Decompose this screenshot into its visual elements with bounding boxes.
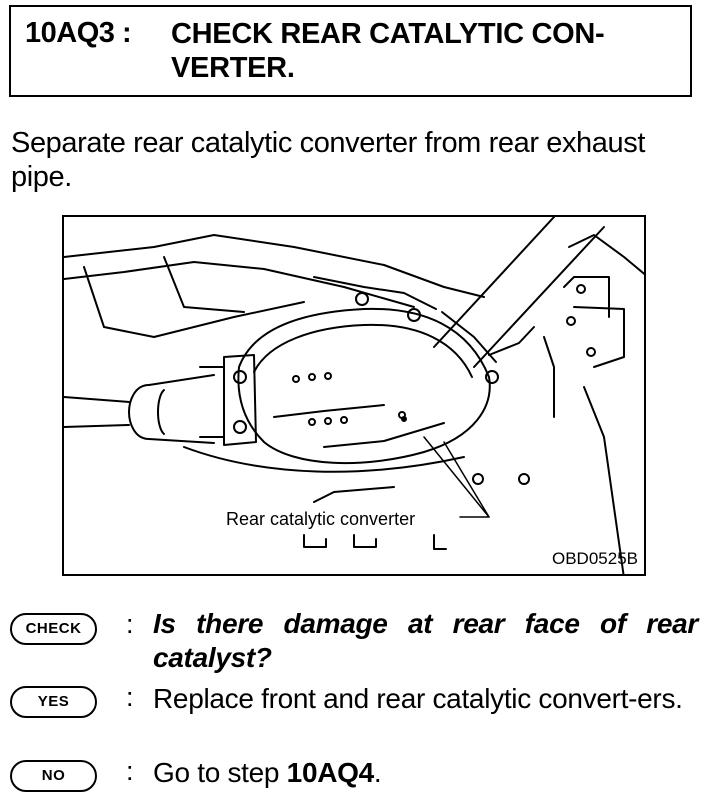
no-badge: NO [10,760,97,792]
instruction-text: Separate rear catalytic converter from r… [11,127,645,193]
no-action-suffix: . [373,757,382,788]
check-colon: : [126,609,134,639]
yes-action: Replace front and rear catalytic convert… [153,683,683,714]
figure-code: OBD0525B [552,549,638,568]
exhaust-illustration [64,217,644,574]
step-header: 10AQ3 : CHECK REAR CATALYTIC CON-VERTER. [9,5,692,97]
check-badge: CHECK [10,613,97,645]
yes-badge: YES [10,686,97,718]
no-action-prefix: Go to step [153,757,287,788]
check-question: Is there damage at rear face of rear cat… [153,608,698,673]
figure-callout: Rear catalytic converter [224,509,418,530]
no-action: Go to step 10AQ4. [153,756,698,790]
no-colon: : [126,756,134,786]
next-step-ref: 10AQ4 [286,757,375,788]
step-id: 10AQ3 : [25,17,132,49]
catalytic-converter-figure: Rear catalytic converter OBD0525B [62,215,646,576]
step-title: CHECK REAR CATALYTIC CON-VERTER. [171,18,605,84]
yes-colon: : [126,682,134,712]
